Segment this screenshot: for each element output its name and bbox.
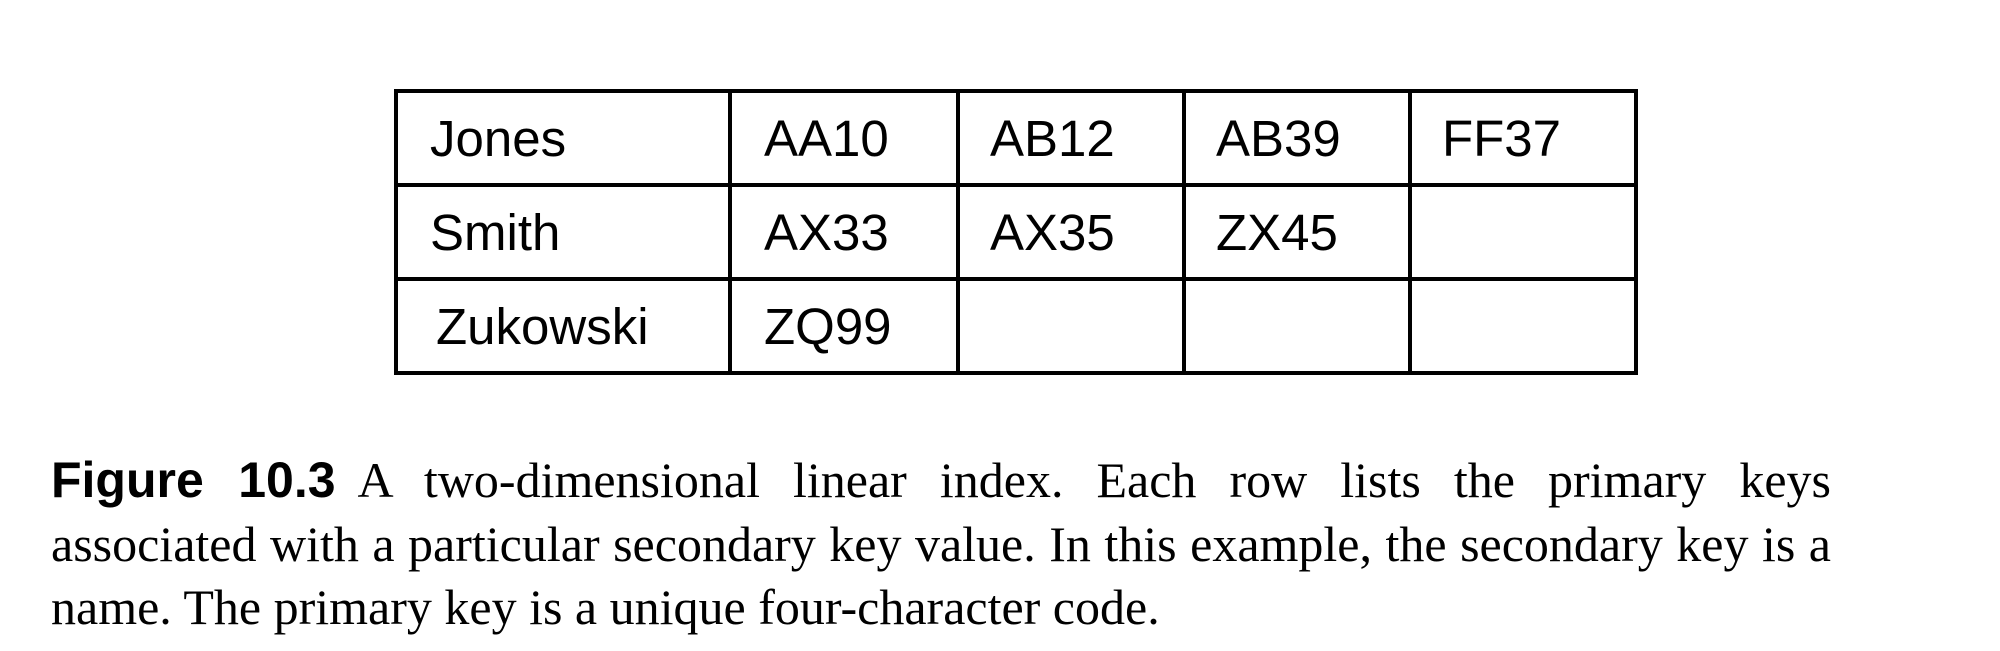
table-row: Jones AA10 AB12 AB39 FF37	[394, 89, 1638, 187]
figure-label: Figure 10.3	[51, 452, 336, 508]
linear-index-table: Jones AA10 AB12 AB39 FF37 Smith AX33 AX3…	[394, 89, 1638, 375]
primary-key-cell: FF37	[1408, 89, 1638, 187]
primary-key-cell: AB39	[1182, 89, 1412, 187]
primary-key-cell: ZX45	[1182, 183, 1412, 281]
primary-key-cell: AA10	[728, 89, 960, 187]
secondary-key-cell: Jones	[394, 89, 732, 187]
primary-key-cell-empty	[956, 277, 1186, 375]
table-row: Smith AX33 AX35 ZX45	[394, 183, 1638, 281]
secondary-key-cell: Smith	[394, 183, 732, 281]
secondary-key-cell: Zukowski	[394, 277, 732, 375]
primary-key-cell: AX35	[956, 183, 1186, 281]
table-row: Zukowski ZQ99	[394, 277, 1638, 375]
primary-key-cell: AX33	[728, 183, 960, 281]
caption-text: A two-dimensional linear index. Each row…	[51, 452, 1831, 635]
primary-key-cell-empty	[1408, 183, 1638, 281]
primary-key-cell-empty	[1408, 277, 1638, 375]
primary-key-cell: AB12	[956, 89, 1186, 187]
primary-key-cell: ZQ99	[728, 277, 960, 375]
primary-key-cell-empty	[1182, 277, 1412, 375]
